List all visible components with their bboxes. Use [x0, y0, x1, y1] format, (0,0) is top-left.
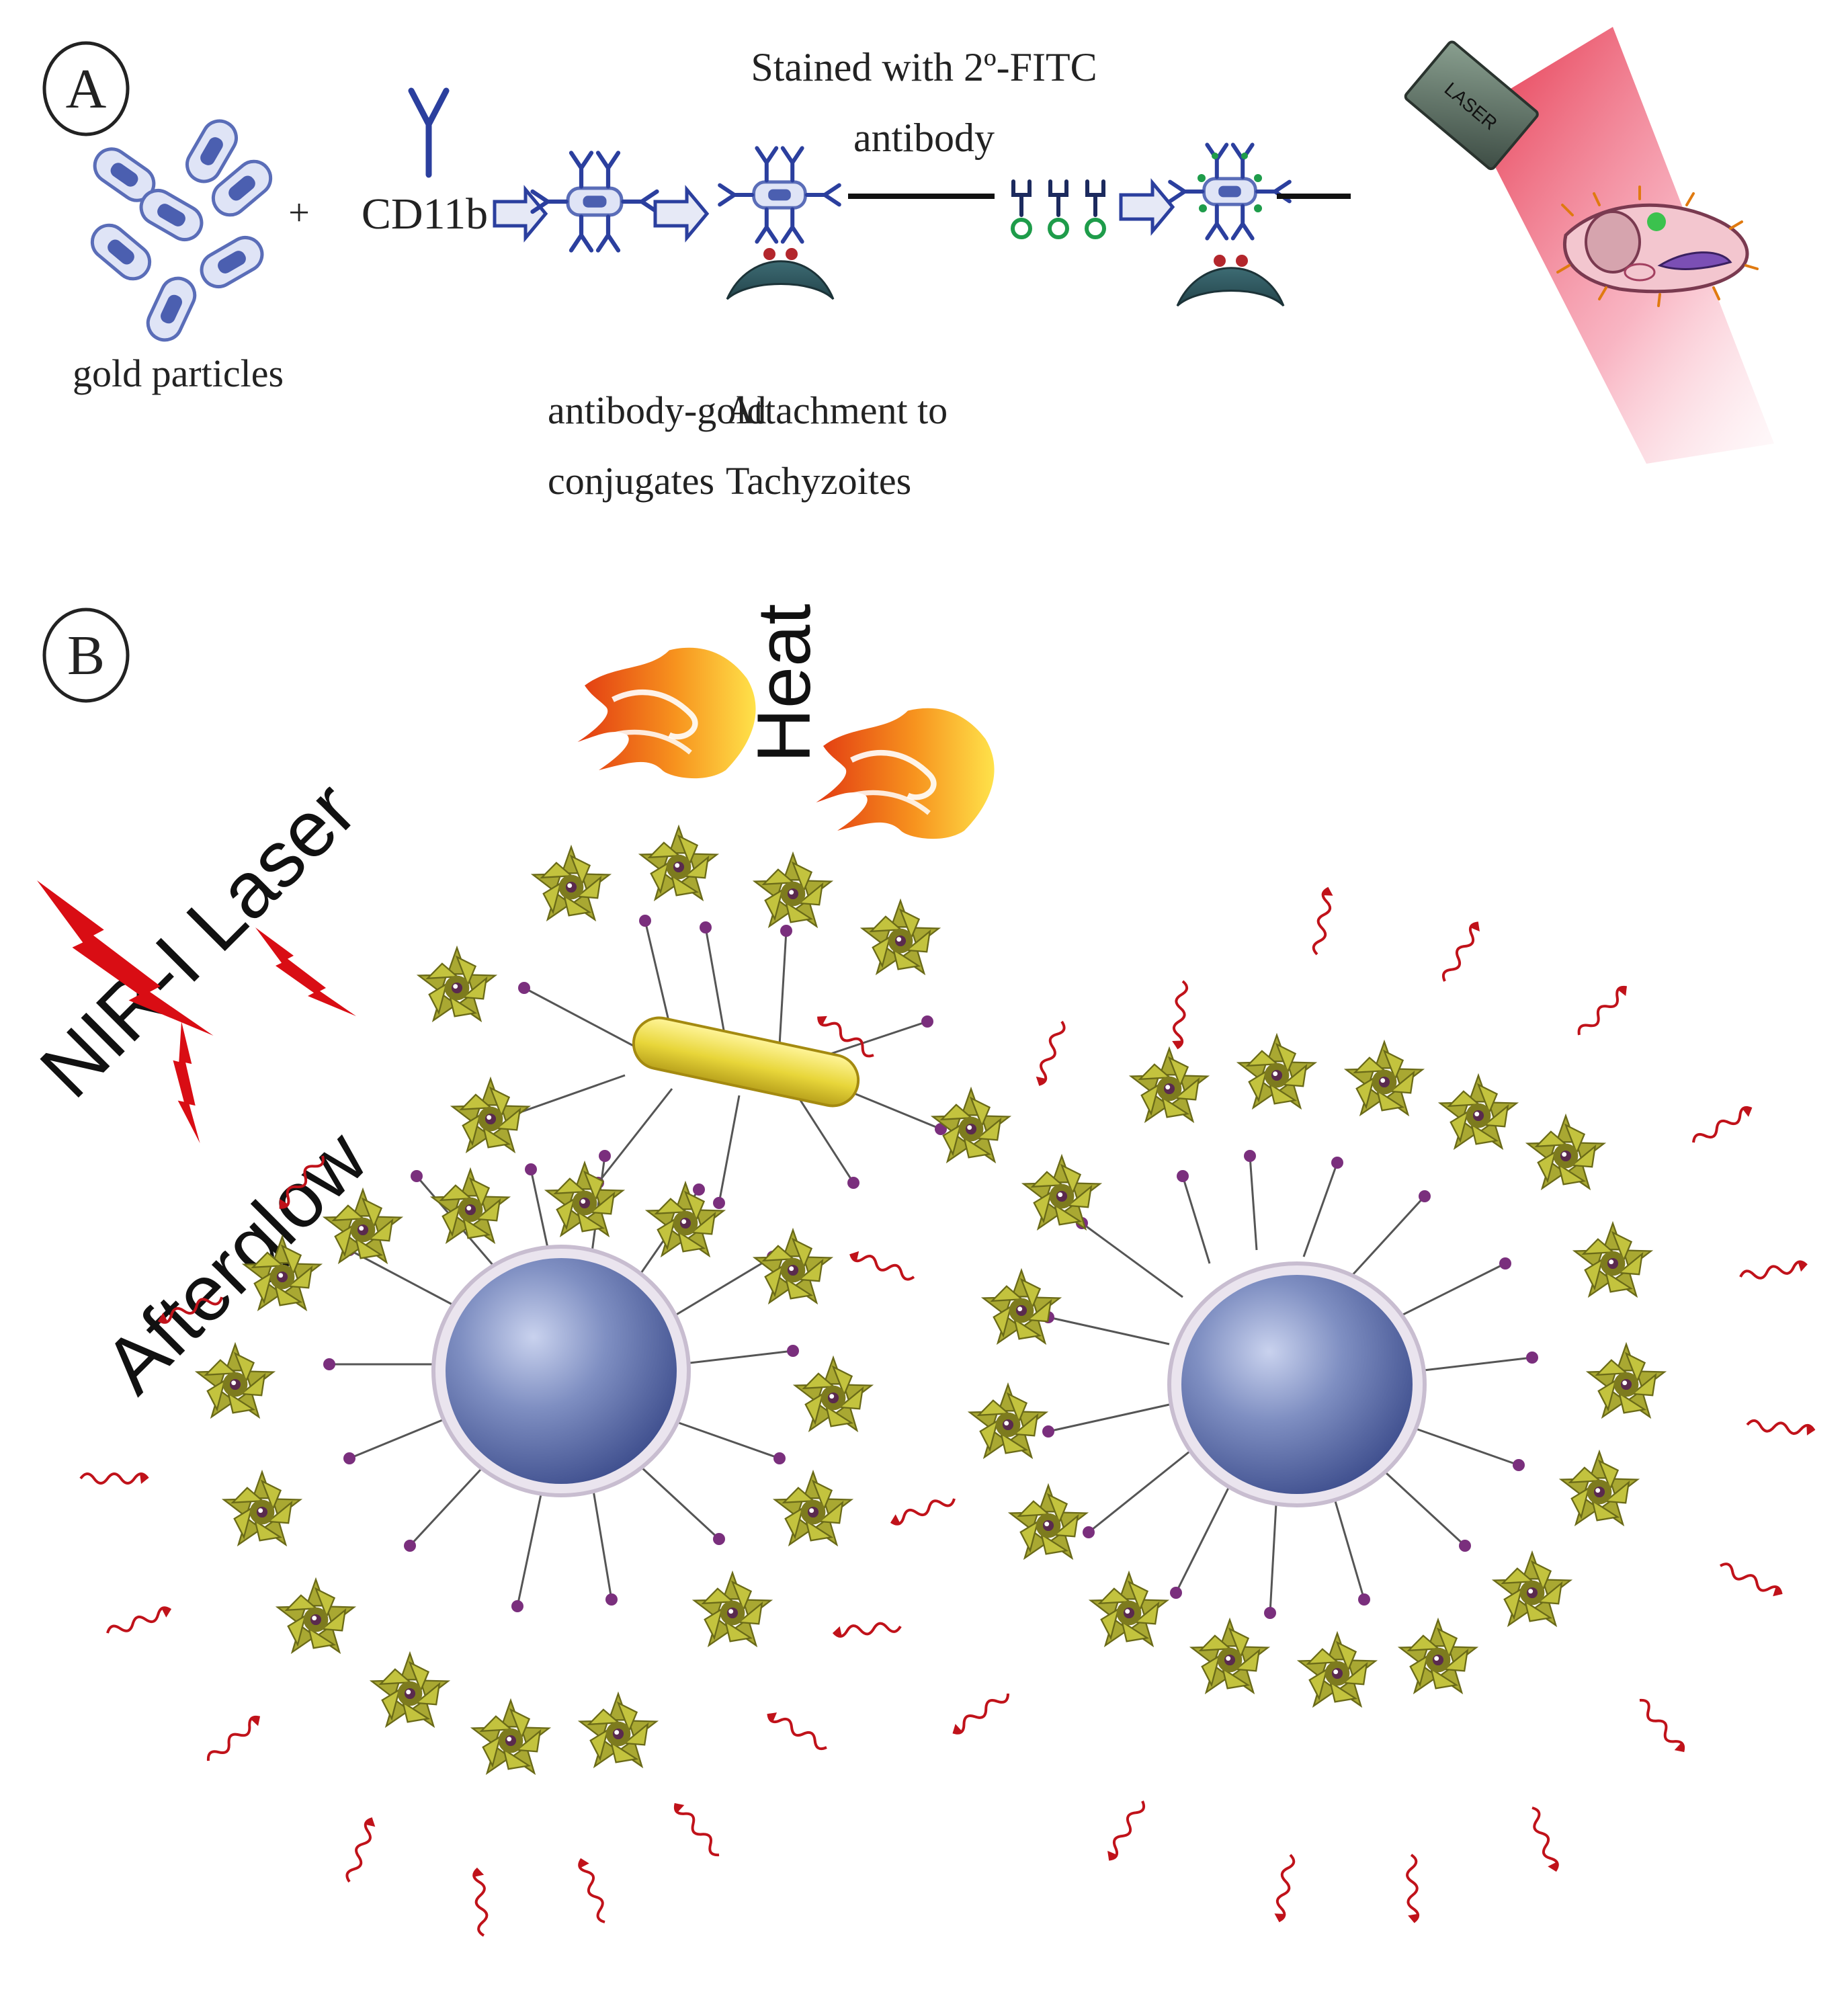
flame-right-icon [816, 708, 995, 839]
conjugates-label-line1: antibody-gold [548, 388, 766, 432]
nir-laser-label: NIR-I Laser [24, 765, 373, 1114]
fitc-secondary-antibodies-icon [1011, 179, 1106, 239]
arrow-2-icon [653, 185, 710, 243]
stain-label-line1: Stained with 2º-FITC [751, 45, 1097, 89]
tachyzoite-cell-icon [1556, 185, 1759, 307]
panel-a-badge: A [42, 41, 130, 136]
attachment-label-line2: Tachyzoites [726, 459, 911, 503]
arrow-3-icon [1119, 178, 1175, 236]
left-nanoparticle-assembly [193, 1150, 876, 1780]
lightning-bolt-small-icon [255, 927, 356, 1016]
afterglow-waves [79, 886, 1816, 1938]
gold-particles-cluster [85, 115, 278, 345]
right-nanoparticle-assembly [966, 1034, 1669, 1712]
panel-b-badge: B [42, 608, 130, 703]
arrow-1-icon [493, 185, 548, 243]
panel-b-label: B [67, 624, 105, 687]
cd11b-antibody-icon [408, 87, 450, 178]
gold-nanorod-assembly [415, 826, 1013, 1209]
cd11b-label: CD11b [362, 190, 488, 239]
conjugates-label-line2: conjugates [548, 459, 714, 503]
panel-b: B Heat NIR-I Laser Afterglow [24, 604, 1816, 1938]
tachyzoite-attachment-icon [720, 148, 839, 300]
panel-a: A gold particles + CD11b antibody-gold c [42, 27, 1774, 503]
stained-complex-icon [1170, 144, 1290, 307]
attachment-label-line1: Attachment to [726, 388, 948, 432]
antibody-gold-conjugate-icon [533, 153, 657, 251]
plus-sign: + [288, 192, 310, 234]
heat-label: Heat [742, 604, 826, 763]
gold-particles-label: gold particles [73, 351, 284, 395]
panel-a-label: A [66, 58, 107, 120]
flame-left-icon [578, 648, 756, 778]
stain-label-line2: antibody [853, 116, 995, 160]
